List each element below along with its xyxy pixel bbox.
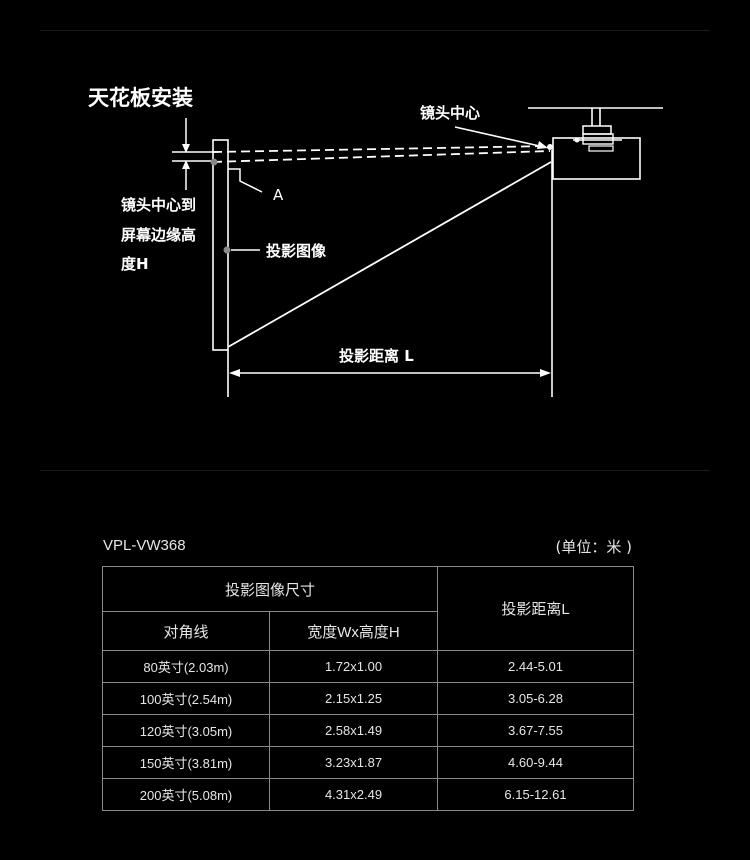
height-label-line-1: 镜头中心到 bbox=[121, 196, 196, 214]
projector-icon bbox=[552, 133, 641, 180]
throw-distance-table: 投影图像尺寸 投影距离L 对角线 宽度Wx高度H 80英寸(2.03m) 1.7… bbox=[101, 566, 635, 811]
header-distance: 投影距离L bbox=[437, 566, 635, 651]
lens-center-label: 镜头中心 bbox=[420, 104, 480, 122]
diagonal-cell: 200英寸(5.08m) bbox=[102, 778, 270, 811]
diagram-title: 天花板安装 bbox=[88, 86, 193, 110]
diagonal-cell: 80英寸(2.03m) bbox=[102, 650, 270, 683]
table-row: 120英寸(3.05m) 2.58x1.49 3.67-7.55 bbox=[102, 714, 635, 747]
height-arrowhead-bottom bbox=[182, 160, 190, 169]
width-height-cell: 2.15x1.25 bbox=[268, 682, 439, 715]
distance-cell: 2.44-5.01 bbox=[437, 650, 635, 683]
distance-arrowhead-left bbox=[229, 369, 240, 377]
image-point bbox=[223, 246, 231, 254]
top-divider bbox=[40, 30, 710, 31]
unit-note: (单位：米 ) bbox=[555, 538, 632, 556]
lens-center-dot bbox=[547, 144, 553, 150]
header-diagonal: 对角线 bbox=[102, 611, 270, 651]
dashed-ray-lower bbox=[212, 150, 551, 163]
middle-divider bbox=[40, 470, 710, 471]
distance-label: 投影距离 L bbox=[339, 347, 414, 365]
image-label: 投影图像 bbox=[266, 242, 327, 260]
lens-center-arrowhead bbox=[537, 141, 548, 149]
distance-arrowhead-right bbox=[540, 369, 551, 377]
table-row: 80英寸(2.03m) 1.72x1.00 2.44-5.01 bbox=[102, 650, 635, 683]
ceiling-mount-diagram: 天花板安装 镜头中心 镜头中心到 屏幕边缘高 度H A 投影图像 投影距离 L bbox=[88, 86, 663, 397]
table-row: 150英寸(3.81m) 3.23x1.87 4.60-9.44 bbox=[102, 746, 635, 779]
projection-ray bbox=[227, 161, 552, 348]
height-label-line-3: 度H bbox=[121, 255, 149, 273]
header-image-size: 投影图像尺寸 bbox=[101, 566, 439, 612]
a-label: A bbox=[273, 186, 284, 204]
model-name: VPL-VW368 bbox=[103, 537, 186, 554]
header-width-height: 宽度Wx高度H bbox=[268, 611, 439, 651]
table-row: 200英寸(5.08m) 4.31x2.49 6.15-12.61 bbox=[102, 778, 635, 811]
distance-cell: 4.60-9.44 bbox=[437, 746, 635, 779]
width-height-cell: 4.31x2.49 bbox=[268, 778, 439, 811]
a-point bbox=[210, 158, 218, 166]
height-label-line-2: 屏幕边缘高 bbox=[121, 226, 196, 244]
a-leader bbox=[228, 168, 263, 193]
screen-outline bbox=[212, 139, 229, 351]
height-arrowhead-top bbox=[182, 144, 190, 153]
width-height-cell: 2.58x1.49 bbox=[268, 714, 439, 747]
dashed-ray-upper bbox=[212, 145, 551, 153]
distance-cell: 3.05-6.28 bbox=[437, 682, 635, 715]
diagonal-cell: 120英寸(3.05m) bbox=[102, 714, 270, 747]
width-height-cell: 1.72x1.00 bbox=[268, 650, 439, 683]
diagonal-cell: 150英寸(3.81m) bbox=[102, 746, 270, 779]
distance-cell: 3.67-7.55 bbox=[437, 714, 635, 747]
lens-center-leader bbox=[454, 126, 545, 148]
width-height-cell: 3.23x1.87 bbox=[268, 746, 439, 779]
table-row: 100英寸(2.54m) 2.15x1.25 3.05-6.28 bbox=[102, 682, 635, 715]
diagonal-cell: 100英寸(2.54m) bbox=[102, 682, 270, 715]
mount-bracket bbox=[582, 125, 612, 135]
distance-cell: 6.15-12.61 bbox=[437, 778, 635, 811]
